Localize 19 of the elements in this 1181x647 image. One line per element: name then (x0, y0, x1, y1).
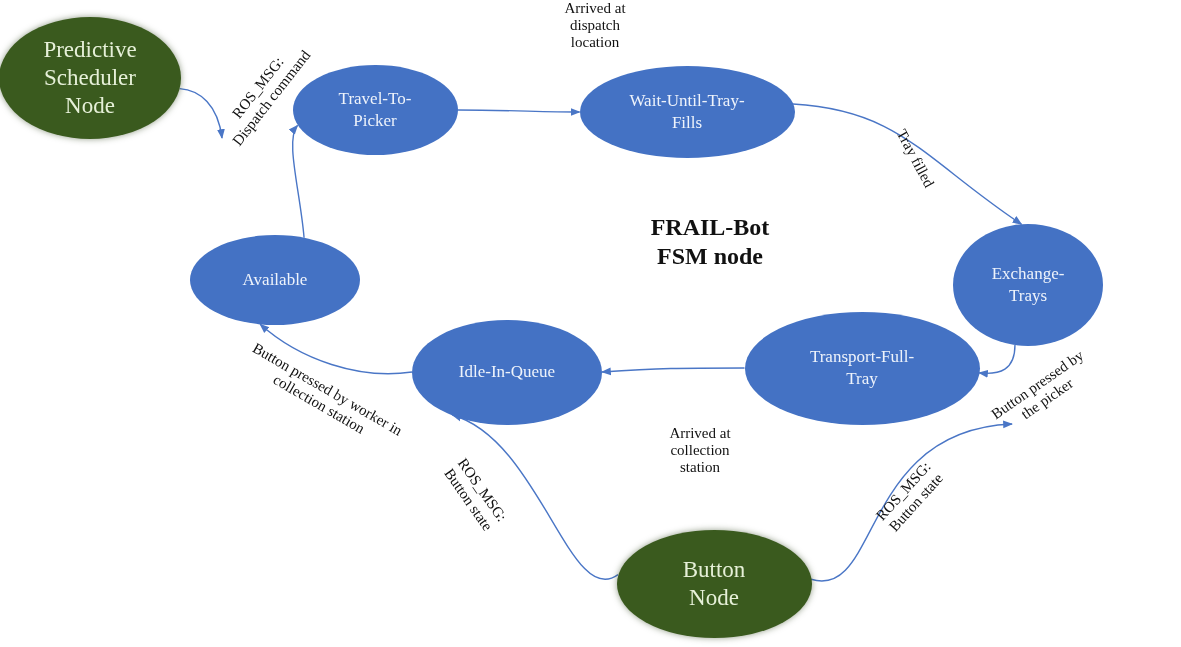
arrow (456, 108, 581, 116)
arrow (792, 103, 1023, 225)
arrow (810, 421, 1013, 582)
arrow (178, 87, 225, 139)
arrow (289, 124, 305, 239)
state-ellipse: Available (190, 235, 360, 325)
ros-node-ellipse: Predictive Scheduler Node (0, 17, 181, 139)
state-ellipse: Transport-Full-Tray (744, 311, 980, 425)
state-ellipse: Exchange-Trays (953, 224, 1103, 346)
arrow (601, 367, 746, 376)
edge-label: Tray filled (892, 125, 939, 192)
ros-node-ellipse: Button Node (616, 530, 812, 638)
diagram-title: FRAIL-Bot FSM node (649, 213, 771, 271)
arrow (978, 344, 1016, 378)
edge-label: Arrived at collection station (668, 425, 732, 476)
state-ellipse: Wait-Until-Tray-Fills (579, 66, 795, 158)
arrow (259, 323, 413, 375)
state-ellipse: Idle-In-Queue (412, 319, 602, 425)
edge-label: Arrived at dispatch location (563, 0, 627, 51)
